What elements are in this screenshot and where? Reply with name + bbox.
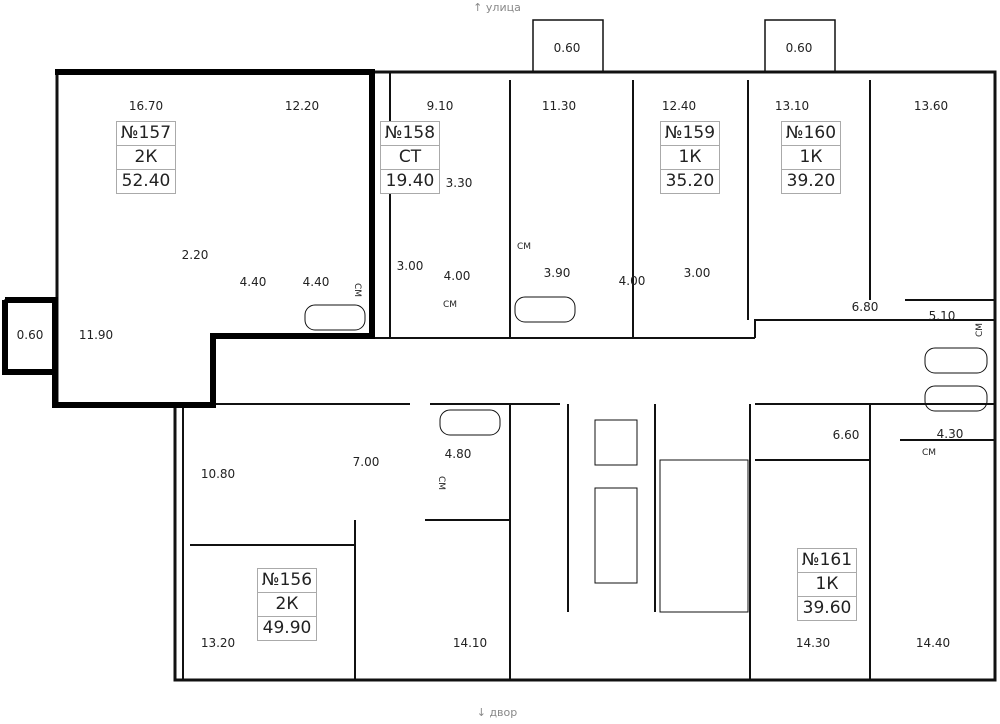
washing-machine-label: СМ xyxy=(921,448,937,458)
washing-machine-label: СМ xyxy=(352,282,362,298)
room-area: 6.80 xyxy=(851,300,879,314)
stairs xyxy=(659,459,749,613)
apartment-type: 1К xyxy=(661,146,719,170)
apartment-number: №157 xyxy=(117,122,175,146)
yard-label: двор xyxy=(489,706,518,719)
room-area: 2.20 xyxy=(181,248,209,262)
room-area: 4.80 xyxy=(444,447,472,461)
room-area: 12.40 xyxy=(661,99,697,113)
apartment-157-outline xyxy=(5,69,375,408)
apartment-area: 52.40 xyxy=(121,171,171,191)
room-area: 5.10 xyxy=(928,309,956,323)
apartment-number: №158 xyxy=(381,122,439,146)
balcony-area: 0.60 xyxy=(16,328,44,342)
balcony xyxy=(764,19,836,73)
yard-direction: ↓ двор xyxy=(477,706,518,719)
apartment-area: 49.90 xyxy=(262,618,312,638)
room-area: 16.70 xyxy=(128,99,164,113)
room-area: 13.60 xyxy=(913,99,949,113)
room-area: 7.00 xyxy=(352,455,380,469)
room-area: 6.60 xyxy=(832,428,860,442)
room-area: 13.10 xyxy=(774,99,810,113)
room-area: 14.40 xyxy=(915,636,951,650)
arrow-down-icon: ↓ xyxy=(476,706,486,719)
washing-machine-label: СМ xyxy=(436,475,446,491)
apartment-number: №156 xyxy=(258,569,316,593)
balcony xyxy=(532,19,604,73)
apartment-type: 1К xyxy=(782,146,840,170)
partitions-h xyxy=(190,299,995,546)
room-area: 4.40 xyxy=(239,275,267,289)
washing-machine-label: СМ xyxy=(516,242,532,252)
room-area: 11.30 xyxy=(541,99,577,113)
apartment-area: 19.40 xyxy=(385,171,435,191)
room-area: 3.30 xyxy=(445,176,473,190)
room-area: 11.90 xyxy=(78,328,114,342)
bathtub xyxy=(924,347,988,374)
apartment-area: 39.20 xyxy=(786,171,836,191)
apartment-number: №160 xyxy=(782,122,840,146)
apartment-type: 2К xyxy=(258,593,316,617)
apartment-number: №161 xyxy=(798,549,856,573)
room-area: 9.10 xyxy=(426,99,454,113)
room-area: 14.10 xyxy=(452,636,488,650)
balcony-area: 0.60 xyxy=(785,41,813,55)
shaft xyxy=(594,419,638,466)
room-area: 14.30 xyxy=(795,636,831,650)
street-label: улица xyxy=(485,1,521,14)
apartment-type: СТ xyxy=(381,146,439,170)
room-area: 10.80 xyxy=(200,467,236,481)
bathtub xyxy=(514,296,576,323)
partitions xyxy=(182,72,871,680)
arrow-up-icon: ↑ xyxy=(473,1,483,14)
balcony-area: 0.60 xyxy=(553,41,581,55)
bathtub xyxy=(304,304,366,331)
street-direction: ↑ улица xyxy=(473,1,521,14)
room-area: 3.00 xyxy=(683,266,711,280)
bathtub xyxy=(439,409,501,436)
apartment-number: №159 xyxy=(661,122,719,146)
room-area: 4.40 xyxy=(302,275,330,289)
room-area: 12.20 xyxy=(284,99,320,113)
washing-machine-label: СМ xyxy=(442,300,458,310)
room-area: 4.00 xyxy=(443,269,471,283)
apartment-area: 35.20 xyxy=(665,171,715,191)
bathtub xyxy=(924,385,988,412)
room-area: 4.30 xyxy=(936,427,964,441)
apartment-area: 39.60 xyxy=(802,598,852,618)
room-area: 4.00 xyxy=(618,274,646,288)
apartment-type: 2К xyxy=(117,146,175,170)
room-area: 3.90 xyxy=(543,266,571,280)
elevator xyxy=(594,487,638,584)
room-area: 3.00 xyxy=(396,259,424,273)
washing-machine-label: СМ xyxy=(975,322,985,338)
apartment-type: 1К xyxy=(798,573,856,597)
room-area: 13.20 xyxy=(200,636,236,650)
